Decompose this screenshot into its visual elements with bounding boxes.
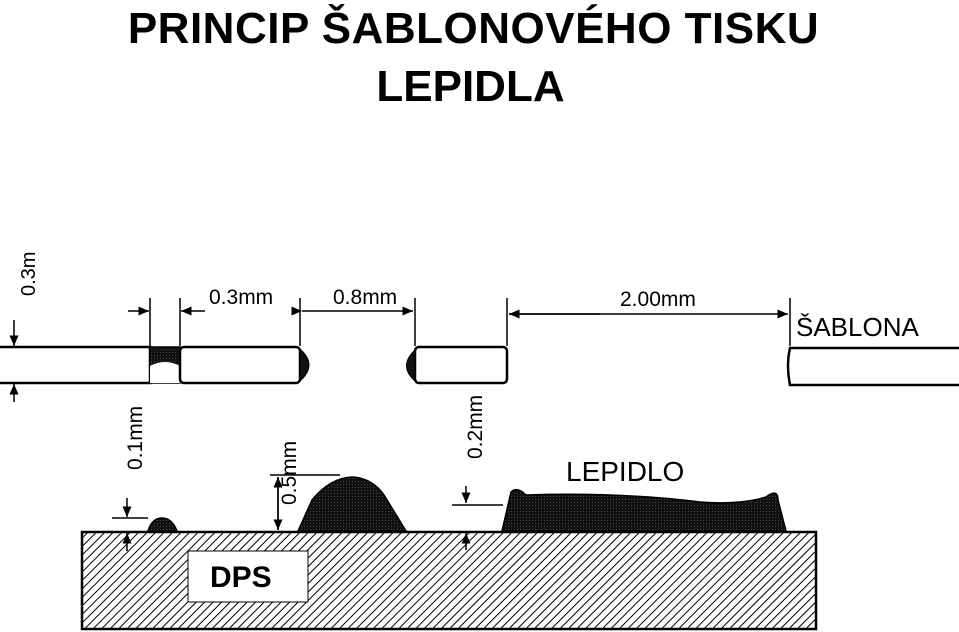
adhesive-residue-edge (406, 348, 416, 383)
dimension-lines-top (5, 298, 791, 402)
adhesive-dot-small (146, 517, 179, 532)
label-gap: 0.8mm (333, 286, 397, 309)
label-height-large: 0.2mm (464, 395, 487, 459)
stencil (0, 345, 959, 387)
label-aperture-large: 2.00mm (620, 288, 696, 311)
adhesive-residue-edge (299, 347, 310, 383)
stencil-segment-left (0, 345, 152, 385)
label-height-mid: 0.5mm (278, 441, 301, 505)
label-aperture-small: 0.3mm (209, 286, 273, 309)
label-adhesive: LEPIDLO (566, 456, 684, 487)
diagram-title-line-1: PRINCIP ŠABLONOVÉHO TISKU (127, 4, 820, 53)
diagram-title-line-2: LEPIDLA (376, 62, 565, 111)
label-board: DPS (210, 561, 272, 594)
dimension-lines-bottom (112, 474, 503, 551)
label-stencil-thickness: 0.3m (18, 252, 40, 296)
adhesive-dot-large (501, 488, 787, 532)
adhesive-dot-medium (296, 476, 408, 532)
stencil-segment-far-right (786, 346, 959, 387)
pcb-label-box (187, 550, 309, 603)
adhesive-deposits (146, 476, 787, 532)
stencil-segment-mid (178, 345, 302, 385)
label-height-small: 0.1mm (124, 406, 147, 470)
label-stencil: ŠABLONA (796, 312, 919, 342)
stencil-segment-right (413, 345, 509, 385)
